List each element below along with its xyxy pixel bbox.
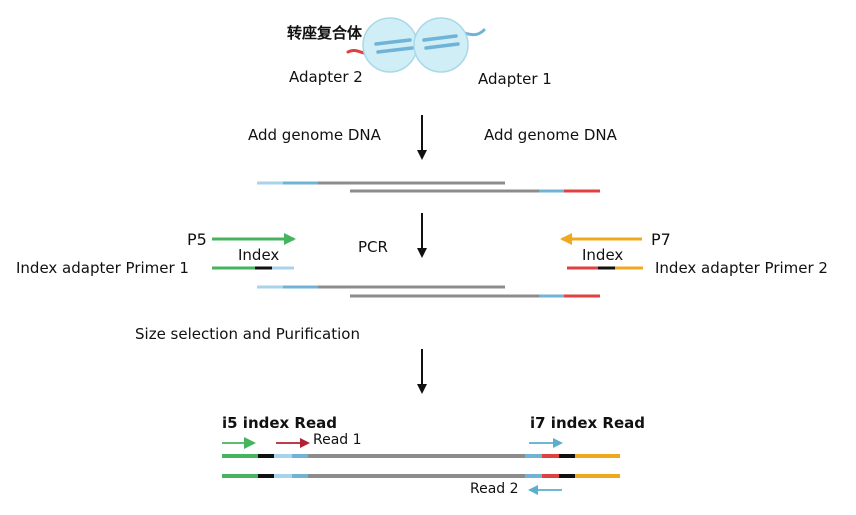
primer1-label: Index adapter Primer 1	[16, 259, 189, 277]
p7-label: P7	[651, 230, 671, 249]
pcr-fragment	[257, 285, 600, 298]
transposome-dna-3	[422, 34, 458, 42]
i5-index-read-label: i5 index Read	[222, 414, 338, 432]
transposome-dna-4	[424, 42, 460, 50]
adapter1-label: Adapter 1	[478, 70, 552, 88]
add-genome-left-label: Add genome DNA	[248, 126, 381, 144]
pcr-label: PCR	[358, 238, 388, 256]
adapter2-label: Adapter 2	[289, 68, 363, 86]
transposome-dna-1	[374, 38, 412, 46]
size-selection-label: Size selection and Purification	[135, 325, 360, 343]
read1-label: Read 1	[313, 432, 362, 448]
transposome-label: 转座复合体	[287, 24, 363, 42]
index-left-label: Index	[238, 246, 280, 264]
read2-label: Read 2	[470, 481, 519, 497]
transposome-complex	[346, 17, 486, 73]
index-right-label: Index	[582, 246, 624, 264]
p5-label: P5	[187, 230, 207, 249]
add-genome-right-label: Add genome DNA	[484, 126, 617, 144]
primer2-label: Index adapter Primer 2	[655, 259, 828, 277]
transposase-left	[362, 17, 418, 73]
i7-index-read-label: i7 index Read	[530, 414, 646, 432]
tagmented-fragment	[257, 181, 600, 193]
transposome-dna-2	[376, 46, 414, 54]
